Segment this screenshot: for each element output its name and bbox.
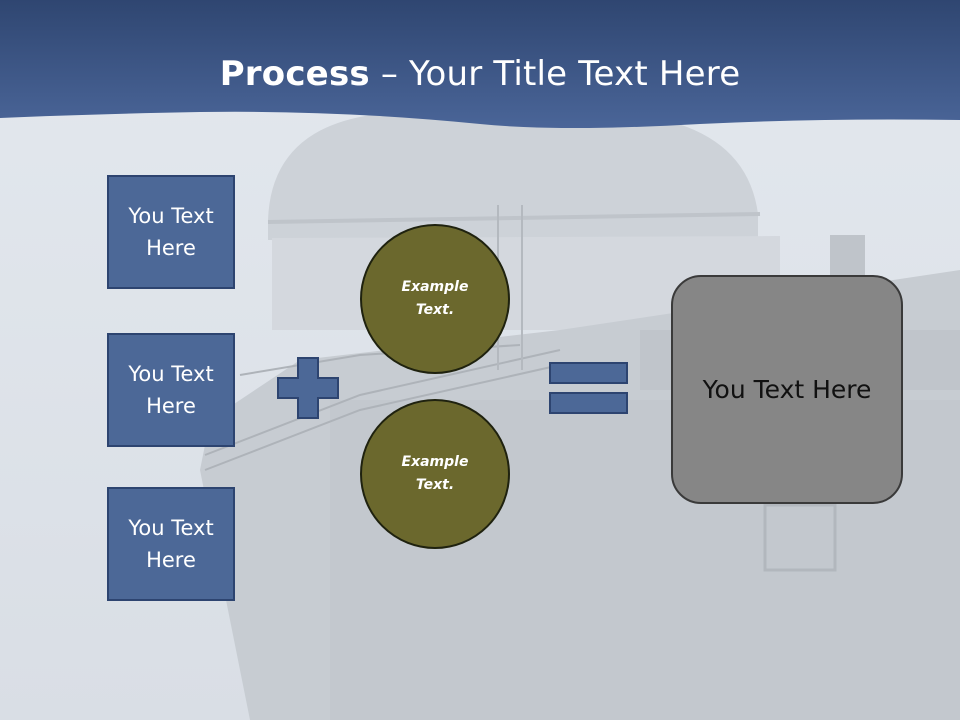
example-circle-1: Example Text. bbox=[360, 224, 510, 374]
result-label: You Text Here bbox=[702, 375, 872, 404]
equals-icon bbox=[549, 362, 628, 414]
title-rest: – Your Title Text Here bbox=[369, 54, 741, 94]
circle-label: Example Text. bbox=[401, 454, 469, 493]
slide-title: Process – Your Title Text Here bbox=[0, 50, 960, 98]
text-box-2: You Text Here bbox=[107, 333, 235, 447]
text-box-1: You Text Here bbox=[107, 175, 235, 289]
text-box-label: You Text Here bbox=[128, 204, 214, 260]
text-box-label: You Text Here bbox=[128, 516, 214, 572]
example-circle-2: Example Text. bbox=[360, 399, 510, 549]
text-box-3: You Text Here bbox=[107, 487, 235, 601]
title-bold: Process bbox=[219, 54, 370, 94]
plus-icon bbox=[277, 357, 339, 419]
circle-label: Example Text. bbox=[401, 279, 469, 318]
text-box-label: You Text Here bbox=[128, 362, 214, 418]
result-box: You Text Here bbox=[671, 275, 903, 504]
